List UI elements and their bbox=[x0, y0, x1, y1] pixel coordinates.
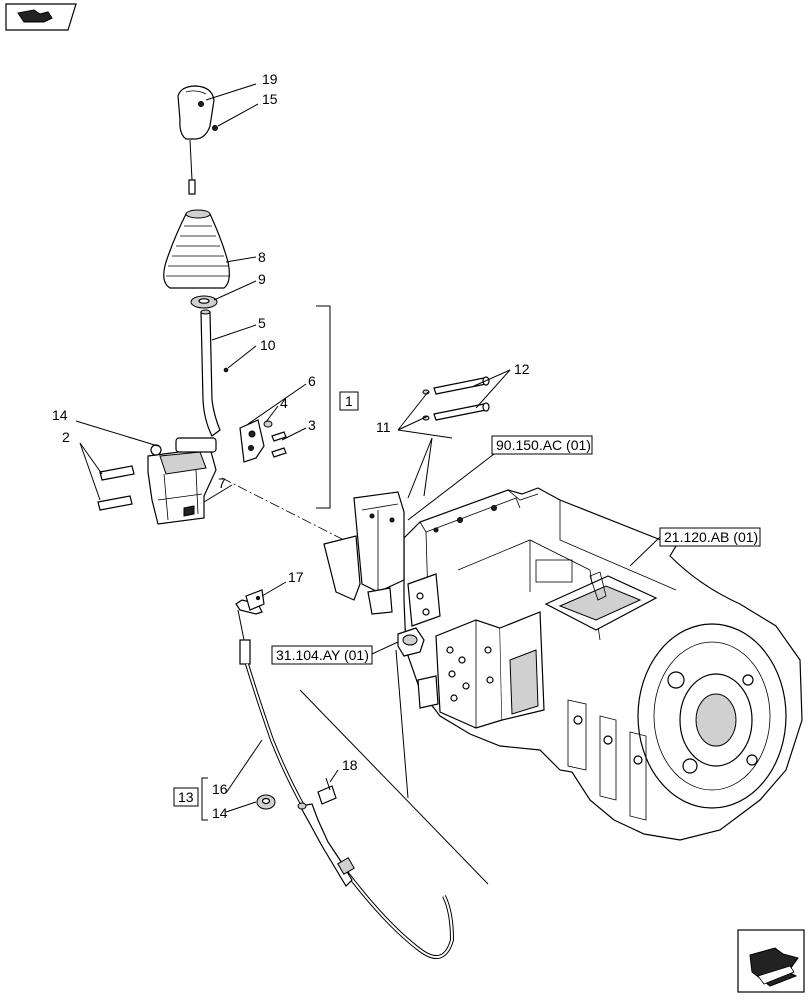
ref-90-150-ac[interactable]: 90.150.AC (01) bbox=[491, 435, 593, 455]
ref-21-120-ab[interactable]: 21.120.AB (01) bbox=[659, 527, 761, 547]
callout-2: 2 bbox=[62, 429, 70, 445]
washer-4 bbox=[263, 420, 273, 428]
bolt-3 bbox=[271, 431, 287, 458]
callout-14-upper: 14 bbox=[52, 407, 68, 423]
lever-housing bbox=[147, 437, 217, 525]
group-box-1: 1 bbox=[339, 391, 359, 411]
group-box-13: 13 bbox=[173, 787, 199, 807]
callout-5: 5 bbox=[258, 315, 266, 331]
gaiter-boot bbox=[163, 209, 230, 289]
bracket-group-1 bbox=[316, 305, 331, 509]
callout-19: 19 bbox=[262, 71, 278, 87]
callout-11: 11 bbox=[376, 419, 391, 435]
callout-12: 12 bbox=[514, 361, 530, 377]
svg-text:1: 1 bbox=[345, 393, 353, 409]
next-page-arrow-icon[interactable] bbox=[737, 929, 805, 993]
valve-block bbox=[407, 573, 545, 729]
pin-10 bbox=[223, 367, 229, 373]
guide-plate bbox=[323, 491, 405, 615]
callout-8: 8 bbox=[258, 249, 266, 265]
svg-text:13: 13 bbox=[178, 789, 194, 805]
svg-text:31.104.AY (01): 31.104.AY (01) bbox=[276, 647, 369, 663]
bolts-11-12 bbox=[422, 376, 490, 421]
leader-line bbox=[395, 649, 409, 799]
grommet-14 bbox=[256, 794, 276, 810]
bracket-6 bbox=[239, 419, 265, 463]
callout-14-lower: 14 bbox=[212, 805, 228, 821]
callout-4: 4 bbox=[280, 395, 288, 411]
ref-31-104-ay[interactable]: 31.104.AY (01) bbox=[271, 645, 373, 665]
clip-17 bbox=[245, 589, 265, 611]
callout-18: 18 bbox=[342, 757, 358, 773]
transmission-housing bbox=[403, 487, 803, 841]
callout-3: 3 bbox=[308, 417, 316, 433]
svg-text:90.150.AC (01): 90.150.AC (01) bbox=[496, 437, 591, 453]
screw-15 bbox=[212, 125, 218, 131]
callout-9: 9 bbox=[258, 271, 266, 287]
connector bbox=[397, 627, 425, 657]
leader-lines bbox=[75, 83, 661, 821]
callout-16: 16 bbox=[212, 781, 228, 797]
callout-17: 17 bbox=[288, 569, 304, 585]
callout-6: 6 bbox=[308, 373, 316, 389]
lever-rod bbox=[200, 309, 221, 437]
gear-knob bbox=[177, 85, 215, 195]
callout-7: 7 bbox=[218, 475, 226, 491]
alignment-line bbox=[221, 477, 345, 541]
leader-line bbox=[299, 689, 489, 885]
svg-text:21.120.AB (01): 21.120.AB (01) bbox=[664, 529, 758, 545]
pins-2 bbox=[97, 465, 135, 511]
callout-15: 15 bbox=[262, 91, 278, 107]
callout-10: 10 bbox=[260, 337, 276, 353]
washer-9 bbox=[190, 295, 218, 309]
book-arrow-icon[interactable] bbox=[5, 3, 77, 31]
clip-18 bbox=[317, 777, 337, 805]
